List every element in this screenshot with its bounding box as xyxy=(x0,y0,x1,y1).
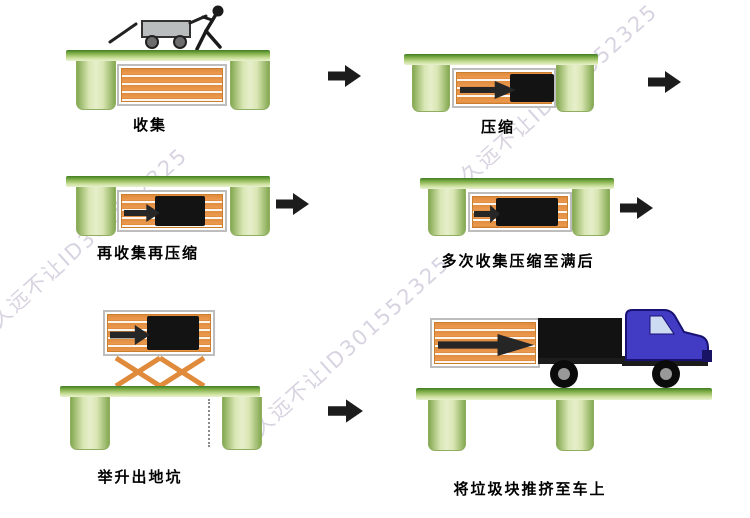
ground-surface xyxy=(420,178,614,189)
ground-surface xyxy=(404,54,598,65)
waste-container xyxy=(468,192,572,232)
compaction-arrow-icon xyxy=(110,325,150,345)
arrow-right-icon xyxy=(328,399,363,423)
scissor-lift-icon xyxy=(114,356,206,388)
pit-wall-left xyxy=(428,400,466,451)
step-3-label: 再收集再压缩 xyxy=(96,244,199,262)
compaction-arrow-icon xyxy=(124,204,160,222)
ground-surface xyxy=(66,50,270,61)
worker-pushing-cart-icon xyxy=(108,5,224,51)
arrow-right-icon xyxy=(648,71,681,93)
compaction-arrow-icon xyxy=(474,205,500,223)
pit-wall-right xyxy=(222,397,262,450)
pit-wall-right xyxy=(556,65,594,112)
compressed-waste-block xyxy=(147,316,199,350)
arrow-right-icon xyxy=(276,193,309,215)
pit-wall-right xyxy=(230,187,270,236)
compressed-waste-block xyxy=(155,196,205,226)
arrow-right-icon xyxy=(620,197,653,219)
waste-container-lifted xyxy=(103,310,215,356)
pit-wall-left xyxy=(70,397,110,450)
pit-wall-right xyxy=(556,400,594,451)
step-5-label: 举升出地坑 xyxy=(97,468,183,486)
pit-wall-left xyxy=(428,189,466,236)
truck-icon xyxy=(538,309,712,388)
pit-wall-left xyxy=(412,65,450,112)
compressed-waste-block xyxy=(496,198,558,226)
ground-surface xyxy=(416,388,712,400)
compressed-waste-block xyxy=(510,74,554,102)
ground-surface xyxy=(66,176,270,187)
pit-wall-right xyxy=(230,61,270,110)
waste-container-ejecting xyxy=(430,318,540,368)
compaction-arrow-icon xyxy=(460,81,516,99)
step-2-label: 压缩 xyxy=(480,118,515,136)
waste-container xyxy=(117,190,227,232)
container-slats xyxy=(121,68,223,102)
push-out-arrow-icon xyxy=(438,334,534,356)
pit-guide-dotted-line xyxy=(208,399,210,447)
step-4-label: 多次收集压缩至满后 xyxy=(441,252,595,270)
waste-container xyxy=(117,64,227,106)
arrow-right-icon xyxy=(328,65,361,87)
waste-container xyxy=(452,68,556,108)
step-6-label: 将垃圾块推挤至车上 xyxy=(453,480,607,498)
ground-surface xyxy=(60,386,260,397)
pit-wall-right xyxy=(572,189,610,236)
pit-wall-left xyxy=(76,61,116,110)
step-1-label: 收集 xyxy=(132,116,167,134)
pit-wall-left xyxy=(76,187,116,236)
